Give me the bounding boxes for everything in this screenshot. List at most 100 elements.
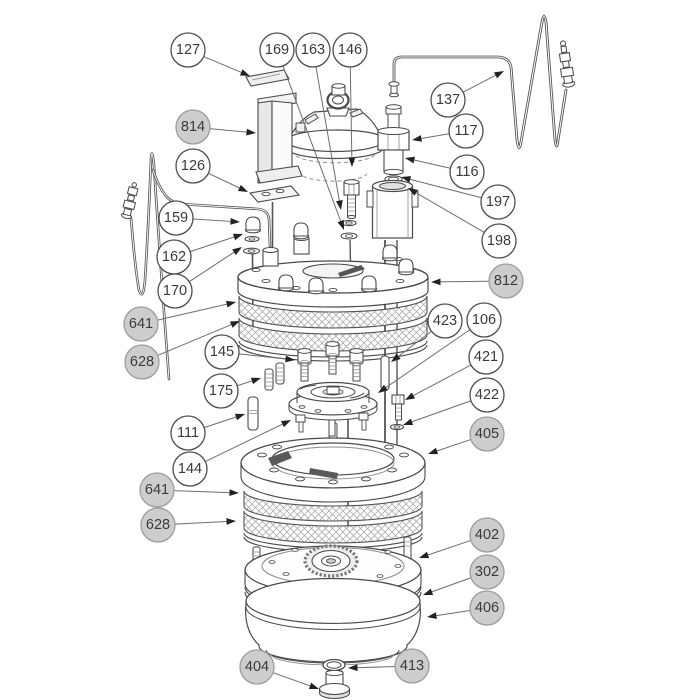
callout-balloon	[469, 377, 505, 413]
leader-line	[189, 235, 237, 253]
callout-label: 106	[472, 312, 496, 328]
leader-arrowhead	[405, 156, 416, 164]
callout-label: 127	[176, 42, 200, 58]
leader-arrowhead	[229, 489, 239, 497]
leader-line	[315, 66, 341, 204]
callout-label: 814	[181, 119, 205, 135]
leader-arrowhead	[378, 384, 388, 393]
callout-balloon	[175, 148, 211, 184]
callout-balloon	[295, 32, 331, 68]
left-tube-end-fitting	[121, 182, 139, 220]
leader-line	[203, 56, 244, 74]
callout-163: 163	[295, 32, 343, 210]
leader-arrowhead	[403, 418, 414, 426]
leader-line	[349, 66, 353, 161]
callout-641-lower: 641	[139, 472, 239, 508]
callout-balloon	[480, 184, 516, 220]
callout-label: 163	[301, 42, 325, 58]
callout-balloon	[448, 113, 484, 149]
callout-145: 145	[204, 334, 295, 370]
leader-arrowhead	[348, 664, 358, 672]
callout-balloon	[449, 154, 485, 190]
leader-arrowhead	[337, 219, 344, 230]
leader-arrowhead	[494, 71, 504, 79]
washer-163	[341, 219, 357, 227]
leader-line	[410, 364, 472, 398]
callout-422: 422	[403, 377, 505, 426]
leader-arrowhead	[336, 200, 343, 210]
leader-arrowhead	[232, 247, 242, 256]
callout-label: 145	[210, 344, 234, 360]
leader-line	[396, 330, 432, 359]
callout-balloon	[170, 32, 206, 68]
callout-404: 404	[239, 649, 319, 690]
leader-line	[411, 159, 451, 169]
drive-gear-hub	[303, 544, 359, 578]
leader-line	[272, 672, 313, 688]
leader-arrowhead	[239, 69, 250, 76]
leader-arrowhead	[225, 300, 236, 308]
callout-balloon	[259, 32, 295, 68]
callout-balloon	[469, 416, 505, 452]
callout-label: 146	[338, 42, 362, 58]
bracket-814	[255, 92, 303, 184]
hex-bolt-146	[343, 179, 360, 219]
callout-label: 116	[455, 164, 478, 180]
callout-402: 402	[419, 517, 505, 559]
callout-balloon	[139, 472, 175, 508]
head-clamp-knob	[326, 83, 350, 117]
leader-arrowhead	[285, 355, 295, 363]
right-coil-tube	[392, 14, 576, 149]
bearing-hub-144	[288, 381, 378, 439]
leader-arrowhead	[226, 518, 236, 525]
callout-label: 170	[163, 283, 187, 299]
leader-line	[205, 422, 285, 463]
callout-balloon	[394, 648, 430, 684]
leader-arrowhead	[408, 188, 418, 196]
leader-line	[173, 490, 233, 494]
leader-arrowhead	[234, 413, 245, 421]
callout-413: 413	[348, 648, 430, 684]
callout-label: 169	[265, 42, 289, 58]
callout-137: 137	[430, 71, 504, 118]
leader-line	[462, 73, 499, 93]
port-body-198	[366, 179, 419, 239]
clamp-ring-641-lower	[243, 490, 423, 522]
leader-line	[429, 577, 472, 594]
callout-label: 402	[475, 527, 499, 543]
callout-label: 137	[436, 92, 460, 108]
leader-line	[418, 133, 450, 140]
leader-line	[383, 329, 471, 390]
callout-label: 175	[209, 383, 233, 399]
callout-label: 111	[177, 425, 199, 441]
callout-175: 175	[203, 373, 261, 409]
leader-arrowhead	[229, 321, 240, 328]
callout-127: 127	[170, 32, 250, 76]
callout-label: 198	[487, 233, 511, 249]
vessel-head-dome	[286, 81, 400, 182]
leader-arrowhead	[391, 353, 401, 362]
right-tube-end-fitting	[558, 40, 576, 88]
clamp-bar-127	[245, 69, 290, 87]
leader-line	[433, 610, 471, 617]
leader-arrowhead	[308, 682, 319, 690]
leader-arrowhead	[348, 157, 356, 167]
flange-boss-left	[262, 235, 310, 267]
callout-628-upper: 628	[124, 321, 240, 380]
head-port-fitting	[388, 81, 400, 98]
callout-balloon	[123, 306, 159, 342]
callout-label: 405	[475, 426, 499, 442]
callout-label: 413	[400, 658, 424, 674]
leader-line	[188, 250, 237, 283]
leader-line	[174, 520, 230, 525]
callout-label: 812	[494, 273, 518, 289]
callout-146: 146	[332, 32, 368, 167]
callout-balloon	[469, 590, 505, 626]
leader-line	[434, 438, 472, 453]
drain-plug-404	[318, 658, 351, 699]
clamp-flange-405	[240, 419, 426, 503]
callout-balloon	[170, 415, 206, 451]
valve-assembly-117-116	[377, 104, 410, 176]
callout-label: 197	[486, 194, 510, 210]
callout-814: 814	[175, 109, 256, 145]
